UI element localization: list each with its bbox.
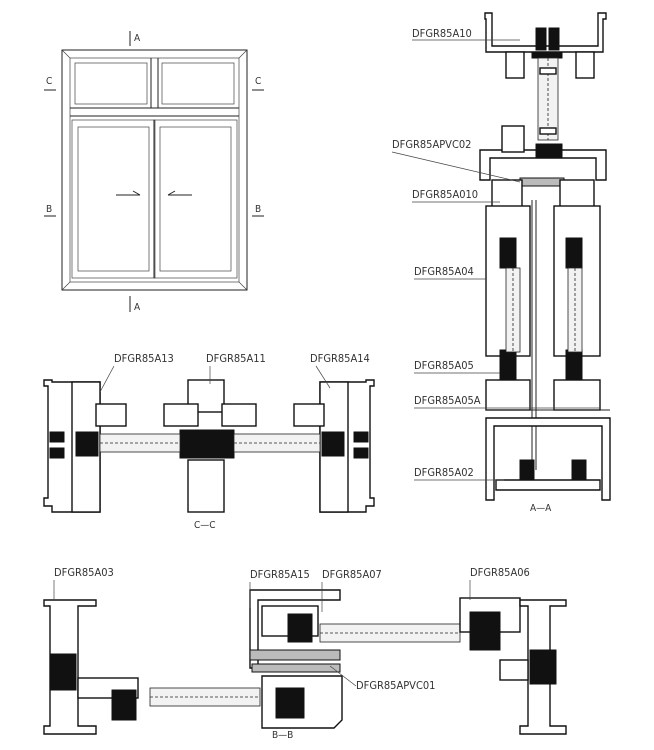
label-dfgr85a10: DFGR85A10 bbox=[412, 27, 472, 40]
profile-head-frame bbox=[484, 12, 607, 79]
label-dfgr85a010: DFGR85A010 bbox=[412, 188, 478, 201]
section-marker-c-left: C bbox=[46, 76, 52, 87]
label-dfgr85a14: DFGR85A14 bbox=[310, 352, 370, 365]
profile-b-left-jamb bbox=[43, 599, 139, 735]
label-dfgr85a15: DFGR85A15 bbox=[250, 568, 310, 581]
profile-c-right-jamb bbox=[293, 379, 375, 513]
label-dfgr85a04: DFGR85A04 bbox=[414, 265, 474, 278]
label-dfgr85a07: DFGR85A07 bbox=[322, 568, 382, 581]
section-marker-a-top: A bbox=[134, 33, 141, 44]
label-dfgr85a03: DFGR85A03 bbox=[54, 566, 114, 579]
label-dfgr85a05a: DFGR85A05A bbox=[414, 394, 481, 407]
profile-c-center-mullion bbox=[163, 379, 257, 513]
section-marker-b-right: B bbox=[255, 204, 261, 215]
section-title-a-a: A—A bbox=[530, 503, 552, 514]
section-c-c: DFGR85A13 DFGR85A11 DFGR85A14 C—C bbox=[43, 352, 375, 531]
section-marker-a-bottom: A bbox=[134, 302, 141, 313]
window-elevation: A A C C B B bbox=[44, 31, 264, 313]
profile-transom bbox=[479, 125, 607, 217]
section-marker-c-right: C bbox=[255, 76, 261, 87]
section-marker-b-left: B bbox=[46, 204, 52, 215]
section-title-b-b: B—B bbox=[272, 730, 293, 741]
label-dfgr85a05: DFGR85A05 bbox=[414, 359, 474, 372]
label-dfgr85a06: DFGR85A06 bbox=[470, 566, 530, 579]
section-b-b: DFGR85A03 DFGR85A15 DFGR85A07 DFGR85A06 … bbox=[43, 566, 567, 741]
label-dfgr85a11: DFGR85A11 bbox=[206, 352, 266, 365]
profile-sill bbox=[485, 379, 611, 501]
profile-c-left-jamb bbox=[43, 379, 127, 513]
label-dfgr85apvc01: DFGR85APVC01 bbox=[356, 679, 435, 692]
section-title-c-c: C—C bbox=[194, 520, 216, 531]
profile-b-meeting-stile bbox=[249, 589, 343, 729]
label-dfgr85a13: DFGR85A13 bbox=[114, 352, 174, 365]
section-a-a: DFGR85A10 DFGR85APVC02 DFGR85A010 DFGR85… bbox=[391, 12, 611, 514]
label-dfgr85a02: DFGR85A02 bbox=[414, 466, 474, 479]
label-dfgr85apvc02: DFGR85APVC02 bbox=[392, 138, 471, 151]
profile-b-right-jamb bbox=[459, 597, 567, 735]
